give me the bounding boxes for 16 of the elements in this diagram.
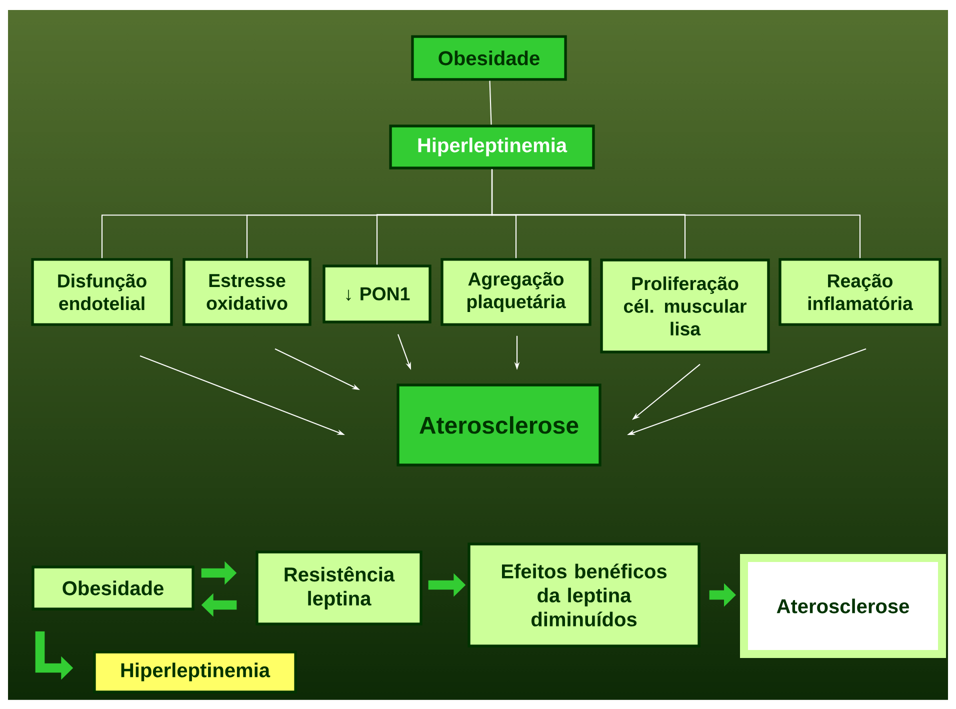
process-box: Agregação plaquetária	[440, 258, 592, 326]
process-box: Proliferação cél. muscular lisa	[600, 258, 770, 354]
process-box: Aterosclerose	[740, 554, 946, 658]
process-box: Obesidade	[411, 35, 567, 81]
connector-line	[489, 80, 492, 125]
connector-line	[491, 169, 861, 258]
process-box: Estresse oxidativo	[182, 258, 312, 326]
process-box: Aterosclerose	[396, 384, 602, 466]
process-box: Obesidade	[32, 566, 194, 610]
process-box: Disfunção endotelial	[31, 258, 173, 326]
process-box: Efeitos benéficos da leptina diminuídos	[468, 542, 700, 648]
process-box: Resistência leptina	[256, 550, 422, 626]
process-box: Hiperleptinemia	[93, 650, 297, 694]
process-box: Reação inflamatória	[778, 258, 942, 326]
process-box: Hiperleptinemia	[389, 124, 595, 170]
process-box: ↓ PON1	[322, 264, 432, 324]
